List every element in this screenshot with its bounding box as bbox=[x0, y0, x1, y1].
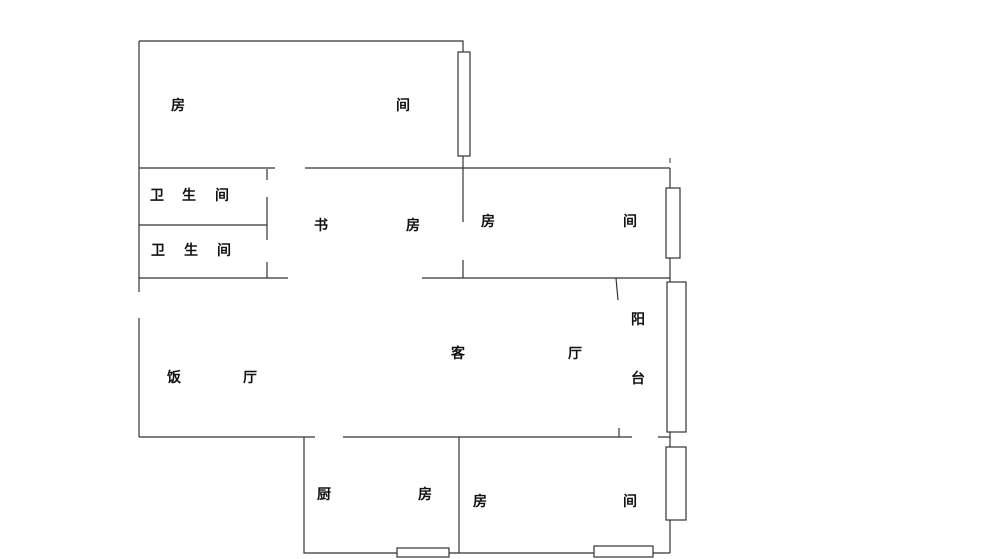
room-label-bedroom-middle: 房 bbox=[481, 214, 495, 230]
room-label-bathroom-1: 间 bbox=[215, 188, 229, 204]
room-label-bathroom-2: 生 bbox=[184, 243, 198, 259]
walls bbox=[138, 40, 671, 554]
room-label-balcony: 阳 bbox=[631, 312, 645, 328]
room-label-bedroom-top: 间 bbox=[396, 98, 410, 114]
window bbox=[396, 547, 450, 558]
room-label-living-room: 厅 bbox=[568, 346, 582, 362]
room-label-kitchen: 房 bbox=[418, 487, 432, 503]
window bbox=[593, 545, 654, 558]
room-label-dining-room: 厅 bbox=[243, 370, 257, 386]
room-label-study: 书 bbox=[314, 218, 328, 234]
room-label-study: 房 bbox=[406, 218, 420, 234]
room-label-bedroom-middle: 间 bbox=[623, 214, 637, 230]
room-label-bedroom-bottom: 间 bbox=[623, 494, 637, 510]
room-label-bathroom-2: 间 bbox=[217, 243, 231, 259]
window bbox=[665, 187, 681, 259]
room-label-kitchen: 厨 bbox=[317, 487, 331, 503]
room-label-living-room: 客 bbox=[451, 346, 465, 362]
room-label-dining-room: 饭 bbox=[167, 370, 181, 386]
room-label-bathroom-1: 卫 bbox=[150, 188, 164, 204]
window bbox=[457, 51, 471, 157]
window bbox=[666, 281, 687, 433]
room-label-bedroom-bottom: 房 bbox=[473, 494, 487, 510]
room-label-bathroom-2: 卫 bbox=[151, 243, 165, 259]
room-label-balcony: 台 bbox=[631, 371, 645, 387]
room-label-bedroom-top: 房 bbox=[171, 98, 185, 114]
window bbox=[665, 446, 687, 521]
windows bbox=[396, 51, 687, 558]
room-label-bathroom-1: 生 bbox=[182, 188, 196, 204]
